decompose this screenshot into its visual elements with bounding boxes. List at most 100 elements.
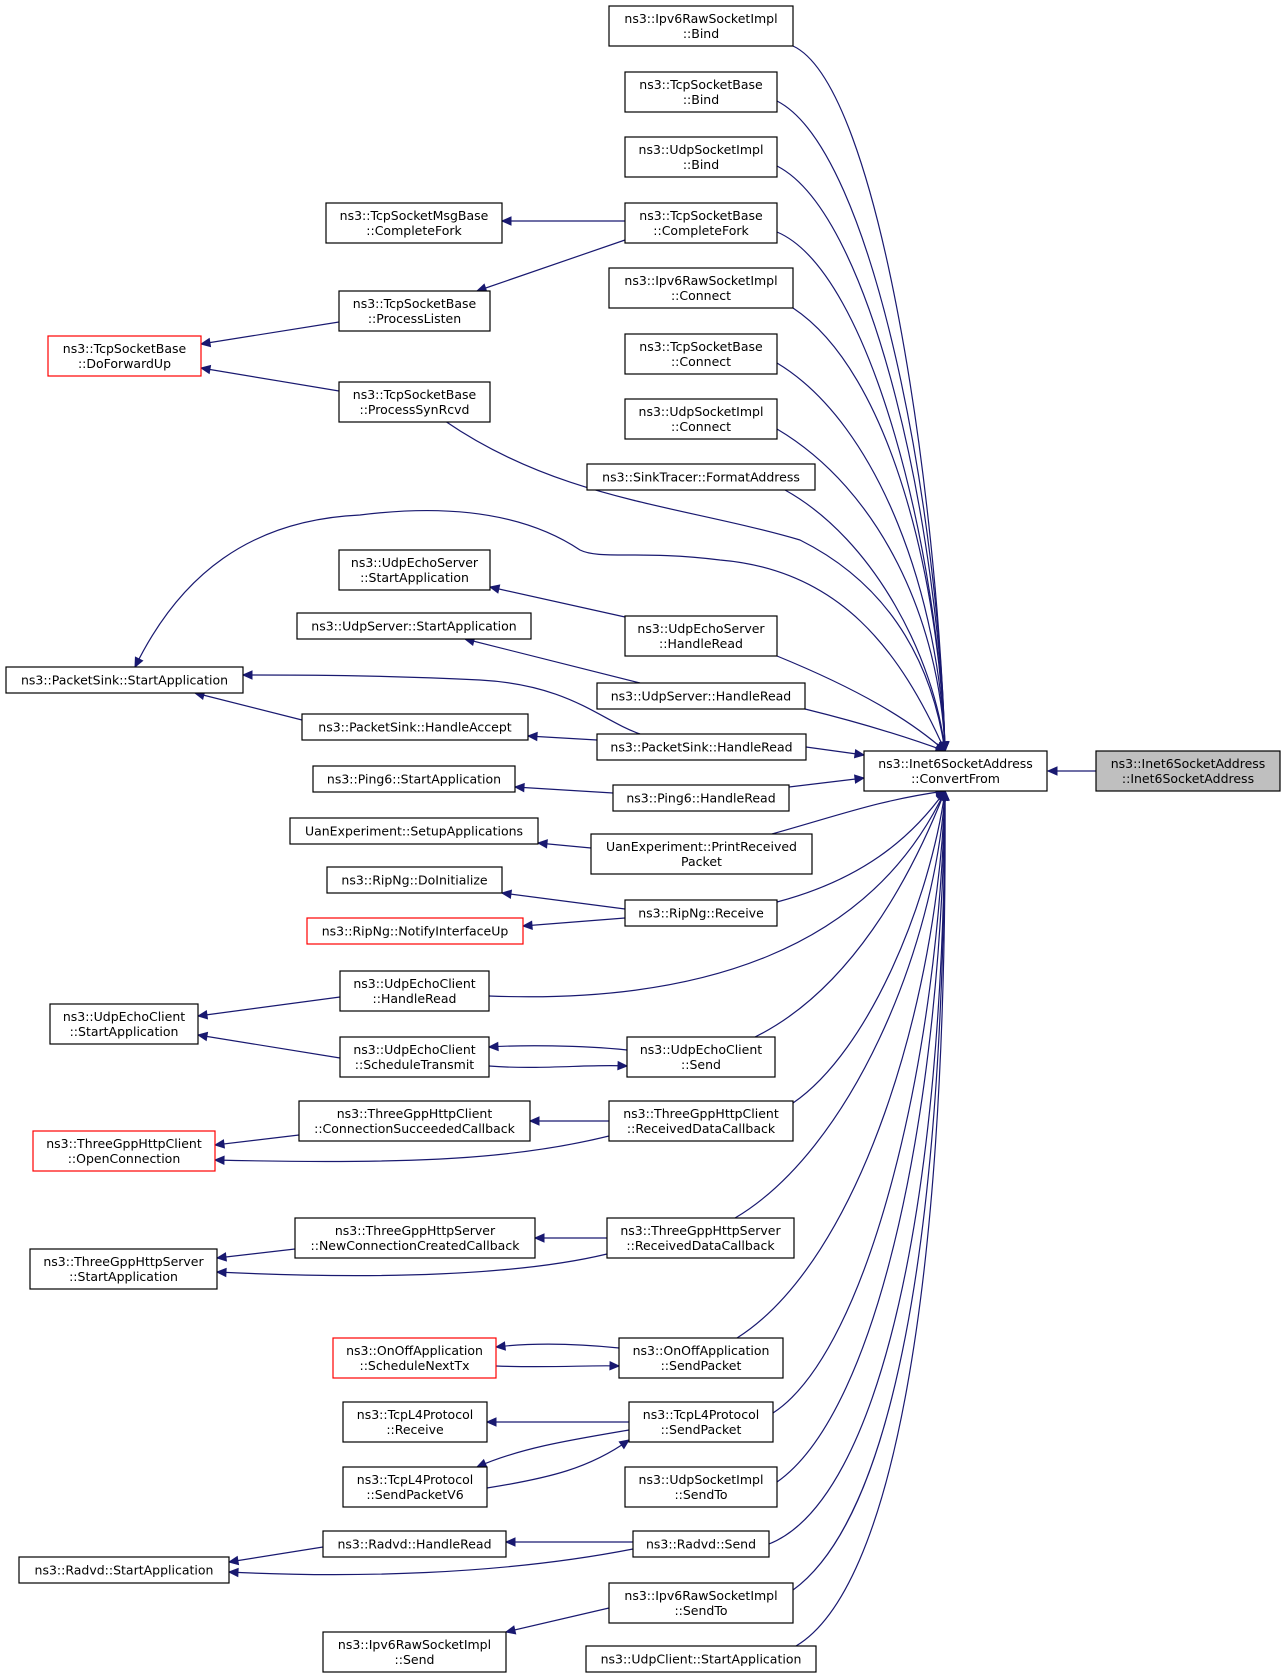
node-box[interactable] [590, 833, 813, 875]
node-box[interactable] [326, 866, 503, 894]
node-tcpl4-sendpacket[interactable]: ns3::TcpL4Protocol::SendPacket [628, 1401, 774, 1443]
node-ipv6raw-connect[interactable]: ns3::Ipv6RawSocketImpl::Connect [608, 267, 794, 309]
node-box[interactable] [342, 1401, 488, 1443]
node-box[interactable] [612, 784, 790, 812]
node-box[interactable] [632, 1530, 770, 1558]
node-udpserver-handleread[interactable]: ns3::UdpServer::HandleRead [596, 682, 806, 710]
node-box[interactable] [624, 1466, 778, 1508]
node-box[interactable] [624, 398, 778, 440]
node-packetsink-handleread[interactable]: ns3::PacketSink::HandleRead [596, 733, 807, 761]
node-http-server-start[interactable]: ns3::ThreeGppHttpServer::StartApplicatio… [29, 1248, 218, 1290]
node-udpechoclient-start[interactable]: ns3::UdpEchoClient::StartApplication [49, 1003, 199, 1045]
node-box[interactable] [338, 381, 491, 423]
node-udpechoclient-send[interactable]: ns3::UdpEchoClient::Send [626, 1036, 776, 1078]
node-uan-setup[interactable]: UanExperiment::SetupApplications [289, 817, 539, 845]
node-box[interactable] [332, 1337, 497, 1379]
node-box[interactable] [325, 202, 503, 244]
node-box[interactable] [624, 333, 778, 375]
node-box[interactable] [608, 1582, 794, 1624]
node-udpserver-start[interactable]: ns3::UdpServer::StartApplication [296, 612, 532, 640]
node-box[interactable] [312, 765, 516, 793]
node-udpclient-start[interactable]: ns3::UdpClient::StartApplication [585, 1645, 817, 1673]
node-box[interactable] [586, 463, 816, 491]
node-http-client-recv[interactable]: ns3::ThreeGppHttpClient::ReceivedDataCal… [608, 1100, 794, 1142]
node-tcp-connect[interactable]: ns3::TcpSocketBase::Connect [624, 333, 778, 375]
node-box[interactable] [863, 750, 1048, 792]
node-box[interactable] [49, 1003, 199, 1045]
node-box[interactable] [32, 1130, 216, 1172]
node-radvd-send[interactable]: ns3::Radvd::Send [632, 1530, 770, 1558]
node-tcp-processlisten[interactable]: ns3::TcpSocketBase::ProcessListen [338, 290, 491, 332]
node-box[interactable] [624, 615, 778, 657]
node-tcp-bind[interactable]: ns3::TcpSocketBase::Bind [624, 71, 778, 113]
node-box[interactable] [1095, 750, 1281, 792]
node-box[interactable] [301, 713, 529, 741]
node-tcpl4-receive[interactable]: ns3::TcpL4Protocol::Receive [342, 1401, 488, 1443]
node-box[interactable] [339, 1036, 490, 1078]
node-box[interactable] [306, 917, 524, 945]
node-root[interactable]: ns3::Inet6SocketAddress::Inet6SocketAddr… [1095, 750, 1281, 792]
node-box[interactable] [626, 1036, 776, 1078]
node-udp-sendto[interactable]: ns3::UdpSocketImpl::SendTo [624, 1466, 778, 1508]
node-onoff-schedule[interactable]: ns3::OnOffApplication::ScheduleNextTx [332, 1337, 497, 1379]
node-box[interactable] [624, 71, 778, 113]
node-ripng-receive[interactable]: ns3::RipNg::Receive [624, 899, 778, 927]
node-udpechoclient-handleread[interactable]: ns3::UdpEchoClient::HandleRead [339, 970, 490, 1012]
node-box[interactable] [322, 1631, 507, 1673]
node-tcpmsg-completefork[interactable]: ns3::TcpSocketMsgBase::CompleteFork [325, 202, 503, 244]
node-udp-bind[interactable]: ns3::UdpSocketImpl::Bind [624, 136, 778, 178]
node-box[interactable] [608, 1100, 794, 1142]
node-ripng-init[interactable]: ns3::RipNg::DoInitialize [326, 866, 503, 894]
node-box[interactable] [624, 202, 778, 244]
node-box[interactable] [608, 5, 794, 47]
node-radvd-handleread[interactable]: ns3::Radvd::HandleRead [322, 1530, 507, 1558]
node-box[interactable] [624, 136, 778, 178]
node-http-server-recv[interactable]: ns3::ThreeGppHttpServer::ReceivedDataCal… [606, 1217, 795, 1259]
node-box[interactable] [322, 1530, 507, 1558]
node-box[interactable] [596, 682, 806, 710]
node-ping6-handleread[interactable]: ns3::Ping6::HandleRead [612, 784, 790, 812]
node-box[interactable] [624, 899, 778, 927]
node-box[interactable] [5, 666, 244, 694]
node-http-client-open[interactable]: ns3::ThreeGppHttpClient::OpenConnection [32, 1130, 216, 1172]
node-box[interactable] [289, 817, 539, 845]
node-box[interactable] [29, 1248, 218, 1290]
node-udp-connect[interactable]: ns3::UdpSocketImpl::Connect [624, 398, 778, 440]
node-ipv6raw-sendto[interactable]: ns3::Ipv6RawSocketImpl::SendTo [608, 1582, 794, 1624]
node-udpechoserver-start[interactable]: ns3::UdpEchoServer::StartApplication [338, 549, 491, 591]
node-box[interactable] [608, 267, 794, 309]
node-ping6-start[interactable]: ns3::Ping6::StartApplication [312, 765, 516, 793]
node-ipv6raw-send[interactable]: ns3::Ipv6RawSocketImpl::Send [322, 1631, 507, 1673]
node-packetsink-handleaccept[interactable]: ns3::PacketSink::HandleAccept [301, 713, 529, 741]
node-box[interactable] [294, 1217, 536, 1259]
node-box[interactable] [47, 335, 202, 377]
node-ipv6raw-bind[interactable]: ns3::Ipv6RawSocketImpl::Bind [608, 5, 794, 47]
node-box[interactable] [596, 733, 807, 761]
node-onoff-send[interactable]: ns3::OnOffApplication::SendPacket [618, 1337, 784, 1379]
node-convert[interactable]: ns3::Inet6SocketAddress::ConvertFrom [863, 750, 1048, 792]
node-udpechoserver-handleread[interactable]: ns3::UdpEchoServer::HandleRead [624, 615, 778, 657]
node-http-client-conn[interactable]: ns3::ThreeGppHttpClient::ConnectionSucce… [298, 1100, 531, 1142]
node-tcp-completefork[interactable]: ns3::TcpSocketBase::CompleteFork [624, 202, 778, 244]
node-udpechoclient-schedule[interactable]: ns3::UdpEchoClient::ScheduleTransmit [339, 1036, 490, 1078]
node-box[interactable] [618, 1337, 784, 1379]
node-box[interactable] [338, 290, 491, 332]
node-box[interactable] [585, 1645, 817, 1673]
node-ripng-notify[interactable]: ns3::RipNg::NotifyInterfaceUp [306, 917, 524, 945]
node-box[interactable] [628, 1401, 774, 1443]
node-tcp-doforwardup[interactable]: ns3::TcpSocketBase::DoForwardUp [47, 335, 202, 377]
node-radvd-start[interactable]: ns3::Radvd::StartApplication [18, 1556, 230, 1584]
node-box[interactable] [606, 1217, 795, 1259]
node-sinktracer[interactable]: ns3::SinkTracer::FormatAddress [586, 463, 816, 491]
node-box[interactable] [338, 549, 491, 591]
node-tcp-processsynrcvd[interactable]: ns3::TcpSocketBase::ProcessSynRcvd [338, 381, 491, 423]
node-box[interactable] [339, 970, 490, 1012]
node-box[interactable] [18, 1556, 230, 1584]
node-http-server-newconn[interactable]: ns3::ThreeGppHttpServer::NewConnectionCr… [294, 1217, 536, 1259]
node-box[interactable] [342, 1466, 488, 1508]
node-tcpl4-sendpacketv6[interactable]: ns3::TcpL4Protocol::SendPacketV6 [342, 1466, 488, 1508]
node-box[interactable] [298, 1100, 531, 1142]
node-packetsink-start[interactable]: ns3::PacketSink::StartApplication [5, 666, 244, 694]
node-box[interactable] [296, 612, 532, 640]
